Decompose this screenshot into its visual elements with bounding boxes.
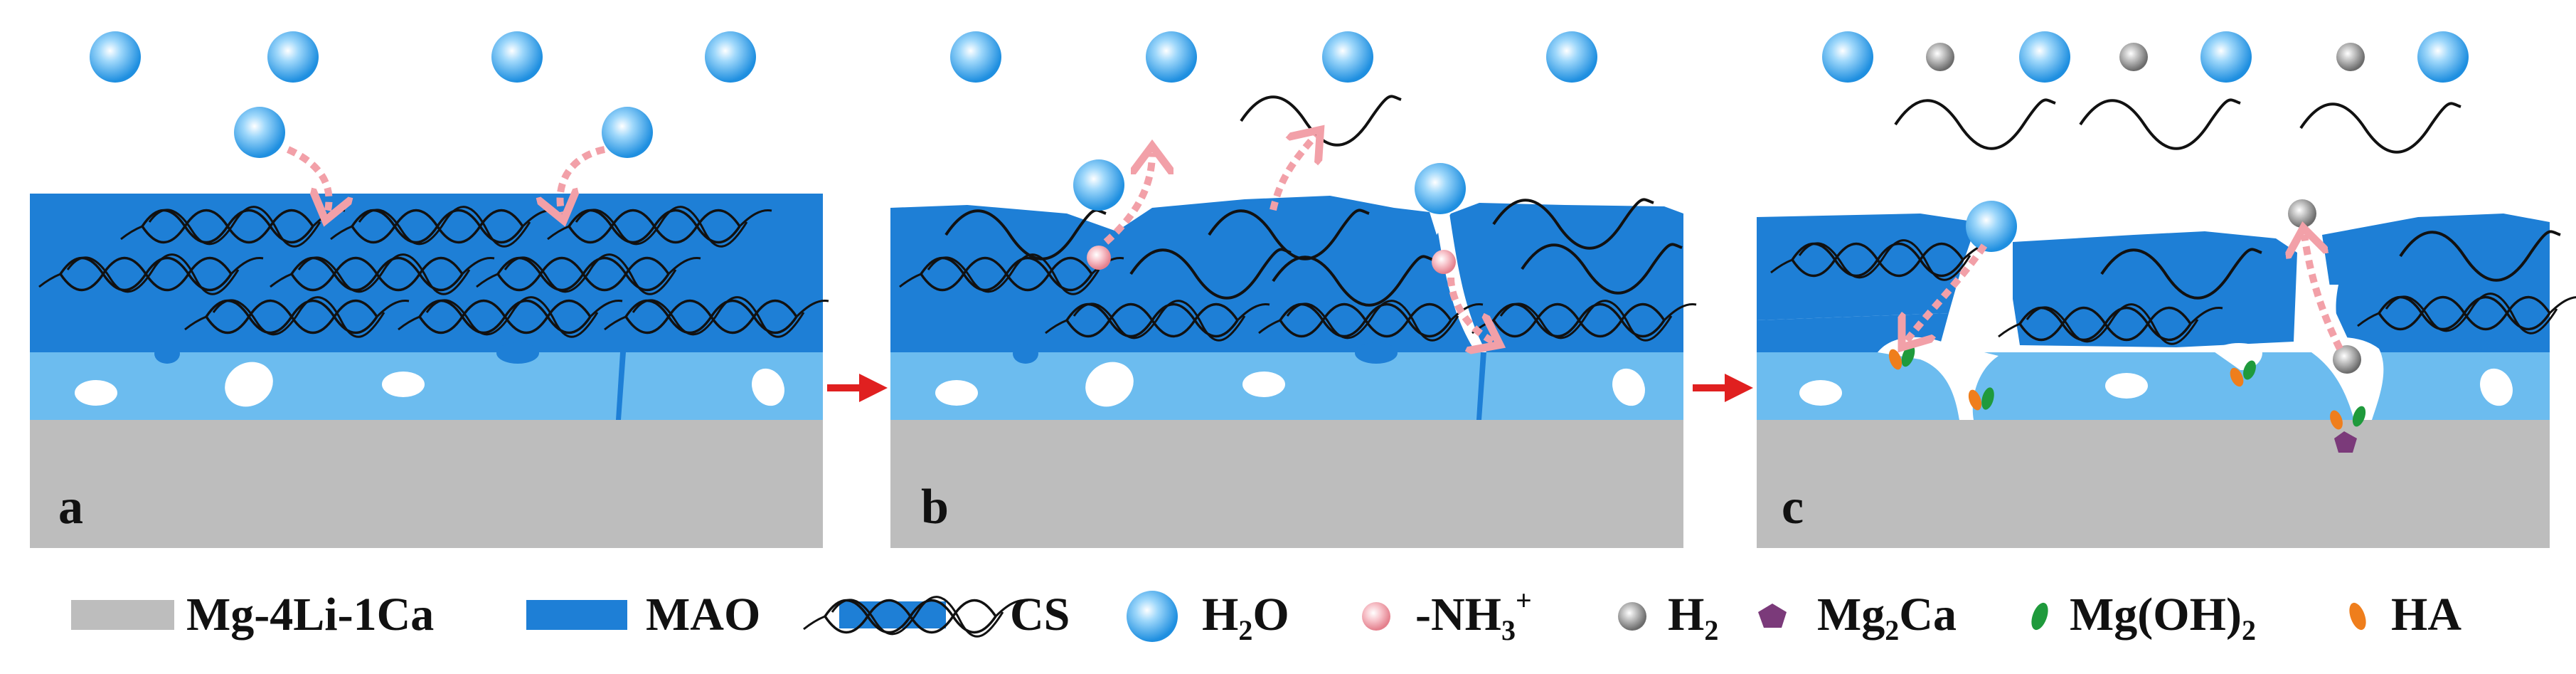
- nh3-groups: [1087, 246, 1456, 274]
- legend-label-h2o: H2O: [1202, 589, 1289, 646]
- substrate-layer: [1757, 420, 2550, 548]
- mao-bumps: [154, 342, 539, 364]
- legend: Mg-4Li-1Ca MAO CS H2O -NH3+ H2 Mg2Ca Mg(…: [71, 584, 2461, 646]
- panel-b: b: [890, 31, 1698, 548]
- mao-porous-layer: [1757, 352, 2550, 420]
- step-arrow-1: [827, 374, 888, 402]
- pores: [1799, 368, 2513, 406]
- crack-channel: [1435, 214, 1486, 352]
- legend-swatch-h2o: [1127, 591, 1178, 642]
- legend-label-substrate: Mg-4Li-1Ca: [186, 589, 434, 641]
- legend-label-mg2ca: Mg2Ca: [1817, 589, 1957, 646]
- legend-swatch-mg2ca: [1758, 604, 1787, 628]
- ha-particles: [1888, 349, 2343, 430]
- pores: [935, 362, 1645, 407]
- substrate-layer: [890, 420, 1683, 548]
- panel-c: c: [1757, 31, 2576, 548]
- legend-label-nh3: -NH3+: [1415, 584, 1532, 646]
- legend-swatch-nh3: [1362, 602, 1390, 631]
- water-molecules: [90, 31, 756, 158]
- legend-label-mgoh2: Mg(OH)2: [2070, 589, 2256, 646]
- pores: [75, 362, 784, 407]
- legend-swatch-h2: [1618, 602, 1646, 631]
- free-chitosan: [1240, 95, 1403, 147]
- mg2ca-particle: [2334, 431, 2357, 453]
- step-arrow-2: [1693, 374, 1753, 402]
- panel-label-c: c: [1782, 480, 1804, 535]
- legend-swatch-substrate: [71, 600, 174, 630]
- mao-porous-layer: [30, 352, 823, 420]
- mao-bumps: [1013, 342, 1398, 364]
- mao-crack: [616, 352, 626, 420]
- water-molecules: [1822, 31, 2469, 252]
- panel-label-a: a: [58, 480, 83, 535]
- panel-label-b: b: [921, 480, 949, 535]
- diffusion-arrows: [1103, 135, 1494, 342]
- mao-crack: [1476, 352, 1486, 420]
- legend-label-h2: H2: [1668, 589, 1718, 646]
- legend-label-mao: MAO: [646, 589, 760, 641]
- legend-swatch-mgoh2: [2031, 602, 2048, 631]
- hydrogen-molecules: [1926, 43, 2365, 374]
- diffusion-arrows: [286, 146, 606, 214]
- legend-label-cs: CS: [1010, 589, 1070, 641]
- panel-a: a: [30, 31, 830, 548]
- substrate-layer: [30, 420, 823, 548]
- legend-swatch-mao: [526, 600, 627, 630]
- mao-porous-layer: [890, 352, 1683, 420]
- legend-label-ha: HA: [2391, 589, 2461, 641]
- water-molecules: [950, 31, 1597, 214]
- mg-oh2-particles: [1901, 344, 2366, 427]
- diffusion-arrows: [1906, 235, 2343, 349]
- legend-swatch-cs: [802, 595, 1029, 638]
- free-chitosan: [1894, 98, 2462, 154]
- mao-fragments: [1757, 214, 2550, 352]
- legend-swatch-ha: [2349, 602, 2366, 631]
